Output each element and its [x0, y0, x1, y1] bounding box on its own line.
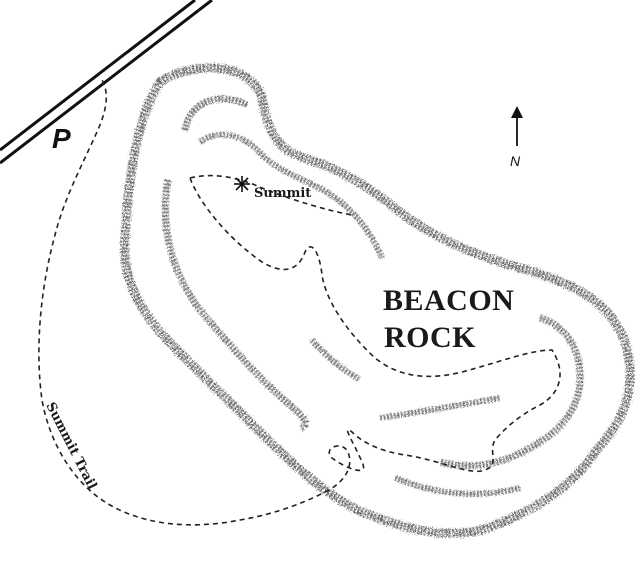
north-arrow-icon	[511, 106, 523, 146]
rock-inner-cliff-north	[198, 131, 385, 260]
summit-label: Summit	[254, 186, 311, 201]
summit-trail[interactable]	[38, 79, 561, 526]
north-label: N	[510, 153, 521, 169]
road	[0, 0, 213, 165]
parking-label[interactable]: P	[52, 123, 71, 154]
rock-title-line1: BEACON	[383, 284, 514, 317]
rock-inner-cliff-west	[161, 95, 309, 432]
rock-outer-cliff	[120, 63, 635, 538]
rock-inner-cliff-middle	[309, 338, 362, 383]
rock-title-line2: ROCK	[384, 321, 476, 354]
rock-inner-cliff-south	[379, 395, 521, 497]
asterisk-star-icon[interactable]	[234, 176, 250, 192]
summit-trail-label: Summit Trail	[42, 400, 99, 492]
